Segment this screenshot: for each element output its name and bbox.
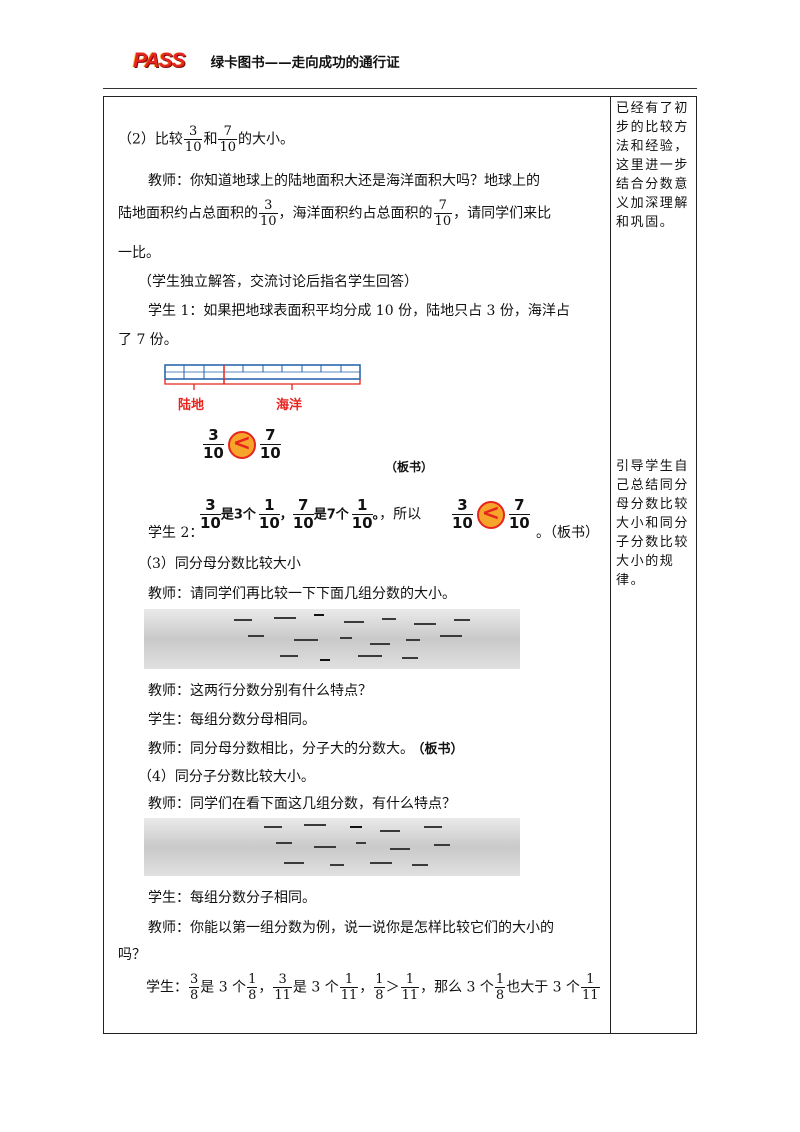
teacher-line-4: 教师：这两行分数分别有什么特点？ — [148, 683, 372, 699]
student1-line-b: 了 7 份。 — [118, 332, 178, 348]
teacher-line-5: 教师：同分母分数相比，分子大的分数大。（板书） — [148, 741, 464, 757]
q4-heading: （4）同分子分数比较大小。 — [138, 769, 315, 785]
fraction-groups-image-2 — [144, 818, 520, 876]
q2-suffix: 的大小。 — [238, 131, 295, 148]
header-rule — [103, 88, 697, 89]
land-ocean-bar-diagram — [164, 364, 361, 390]
q3-heading: （3）同分母分数比较大小 — [138, 556, 301, 572]
less-than-badge: < — [227, 430, 256, 459]
teacher-line-7a: 教师：你能以第一组分数为例，说一说你是怎样比较它们的大小的 — [148, 920, 554, 936]
lesson-table — [103, 96, 697, 1034]
board-note-1: （板书） — [385, 460, 434, 474]
teacher-line-7b: 吗？ — [118, 947, 146, 963]
less-than-badge: < — [476, 500, 505, 529]
student1-line-a: 学生 1：如果把地球表面积平均分成 10 份，陆地只占 3 份，海洋占 — [148, 303, 570, 319]
fraction-groups-image-1 — [144, 609, 520, 669]
note-independent: （学生独立解答，交流讨论后指名学生回答） — [138, 274, 418, 290]
column-divider — [610, 96, 611, 1034]
board-note-2: 。（板书） — [536, 525, 599, 541]
side-note-1: 已经有了初步的比较方法和经验，这里进一步结合分数意义加深理解和巩固。 — [616, 101, 690, 230]
label-land: 陆地 — [178, 398, 205, 413]
label-ocean: 海洋 — [276, 398, 303, 413]
pass-logo: PASS — [133, 49, 186, 72]
teacher-line-6: 教师：同学们在看下面这几组分数，有什么特点？ — [148, 796, 456, 812]
q2-prefix: （2）比较 — [118, 131, 183, 148]
q2-and: 和 — [203, 131, 218, 148]
student-line-6: 学生：每组分数分子相同。 — [148, 890, 316, 906]
side-note-2: 引导学生自己总结同分母分数比较大小和同分子分数比较大小的规律。 — [616, 459, 690, 588]
student-line-4: 学生：每组分数分母相同。 — [148, 712, 316, 728]
brand-slogan: 绿卡图书——走向成功的通行证 — [210, 55, 400, 71]
teacher-line-1a: 教师：你知道地球上的陆地面积大还是海洋面积大吗？地球上的 — [148, 173, 540, 189]
student2-label: 学生 2： — [148, 525, 204, 541]
teacher-line-3: 教师：请同学们再比较一下下面几组分数的大小。 — [148, 586, 456, 602]
teacher-line-1c: 一比。 — [118, 245, 160, 261]
page-header: PASS 绿卡图书——走向成功的通行证 — [133, 46, 400, 76]
